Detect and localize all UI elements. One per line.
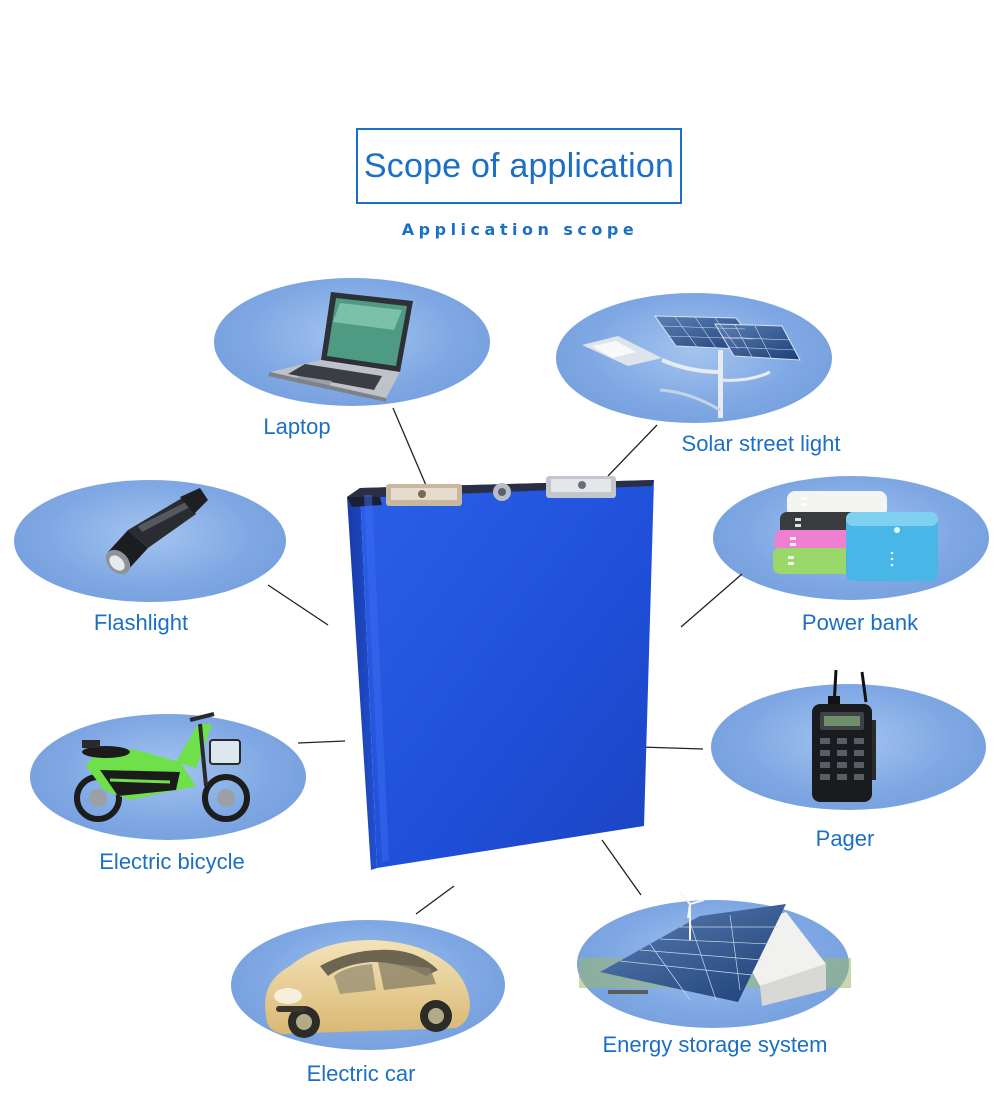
connector-car (415, 885, 455, 915)
laptop-icon (268, 292, 413, 402)
solar-street-light-icon (582, 315, 801, 418)
flashlight-icon (105, 488, 208, 575)
connector-power-bank (680, 573, 743, 628)
page-subtitle: Application scope (401, 220, 639, 239)
label-energy-storage-system: Energy storage system (602, 1032, 828, 1057)
label-electric-car: Electric car (306, 1061, 416, 1086)
label-solar-street-light: Solar street light (681, 431, 841, 456)
connector-solar (607, 424, 658, 477)
connector-flashlight (267, 584, 329, 626)
connector-laptop (392, 407, 429, 491)
pager-icon (812, 669, 876, 802)
connector-bicycle (297, 740, 346, 744)
label-power-bank: Power bank (801, 610, 919, 635)
connector-energy (601, 839, 642, 896)
label-laptop: Laptop (263, 414, 331, 439)
label-electric-bicycle: Electric bicycle (99, 849, 245, 874)
battery-terminal-right (546, 476, 616, 498)
electric-bicycle-icon (74, 712, 250, 822)
battery-cell (347, 476, 654, 870)
page-title: Scope of application (363, 146, 675, 185)
connector-pager (639, 746, 704, 750)
electric-car-icon (265, 940, 470, 1038)
title-box: Scope of application (356, 128, 682, 204)
power-bank-icon (773, 491, 938, 581)
connector-lines (267, 407, 743, 915)
label-flashlight: Flashlight (93, 610, 189, 635)
label-pager: Pager (815, 826, 875, 851)
battery-vent (493, 483, 511, 501)
battery-terminal-left (386, 484, 462, 506)
energy-storage-icon (579, 891, 851, 1006)
